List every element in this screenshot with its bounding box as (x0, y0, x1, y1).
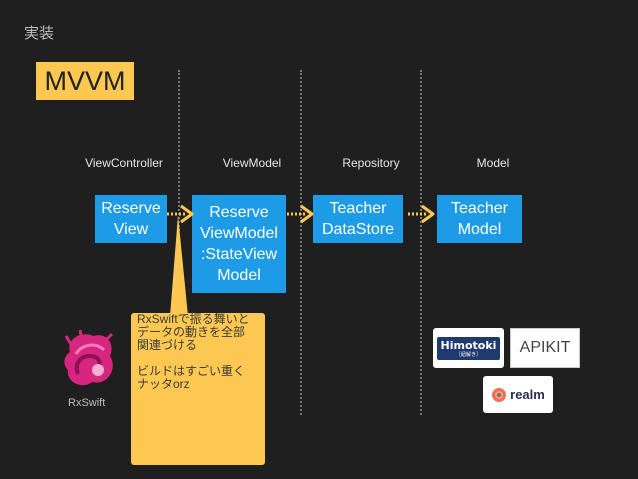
reserve-viewmodel-box: Reserve ViewModel :StateView Model (192, 195, 286, 293)
arrow-datastore-to-model (408, 204, 435, 224)
box-line: View (113, 221, 149, 238)
arrow-viewmodel-to-datastore (287, 204, 314, 224)
realm-icon (492, 387, 507, 402)
arrow-view-to-viewmodel (167, 204, 194, 224)
note-line: RxSwiftで振る舞いと (137, 312, 250, 326)
rxswift-label: RxSwift (68, 397, 106, 409)
teacher-model-box: Teacher Model (437, 195, 522, 243)
separator-2 (300, 70, 302, 415)
page-title: 実装 (24, 25, 55, 42)
box-line: DataStore (321, 221, 395, 238)
himotoki-logo-mark: Himotoki ［紐解き］ (436, 336, 501, 360)
column-label-viewcontroller: ViewController (85, 156, 163, 170)
reserve-view-box: Reserve View (95, 195, 167, 243)
apikit-logo: APIKIT (510, 328, 580, 368)
teacher-datastore-box: Teacher DataStore (313, 195, 403, 243)
box-line: Model (457, 221, 502, 238)
note-line: ビルドはすごい重く (137, 364, 246, 378)
himotoki-logo: Himotoki ［紐解き］ (433, 328, 504, 368)
note-line: データの動きを全部 (137, 325, 246, 339)
box-line: Teacher (451, 200, 508, 217)
mvvm-tag: MVVM (36, 62, 134, 100)
column-label-model: Model (476, 156, 510, 170)
box-line: ViewModel (200, 225, 278, 242)
realm-logo: realm (483, 376, 553, 413)
box-line: Model (217, 267, 261, 284)
column-label-repository: Repository (342, 156, 400, 170)
note-line: ナッタorz (137, 377, 190, 391)
rxswift-logo-icon (64, 330, 114, 386)
note-line: 関連づける (137, 338, 198, 352)
box-line: Teacher (329, 200, 387, 217)
column-label-viewmodel: ViewModel (222, 156, 282, 170)
himotoki-sublabel: ［紐解き］ (455, 351, 481, 358)
box-line: Reserve (101, 200, 161, 217)
separator-3 (420, 70, 422, 415)
box-line: Reserve (209, 204, 269, 221)
callout-pointer (170, 215, 188, 316)
box-line: :StateView (200, 246, 278, 263)
realm-label: realm (510, 387, 545, 402)
note-callout: RxSwiftで振る舞いと データの動きを全部 関連づける ビルドはすごい重く … (131, 313, 265, 465)
himotoki-label: Himotoki (440, 338, 497, 352)
